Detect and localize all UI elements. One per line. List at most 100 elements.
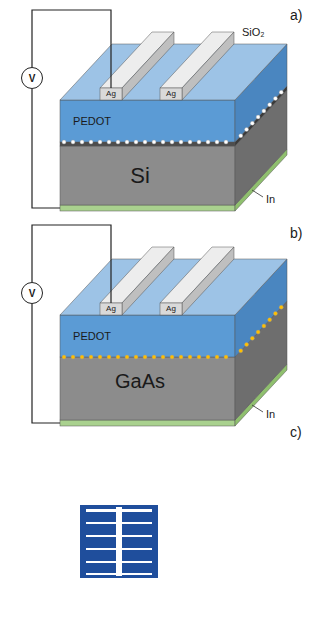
interface-dot — [197, 140, 201, 144]
interface-dot — [250, 121, 254, 125]
indium-contact — [60, 420, 235, 426]
layer-label: SiO₂ — [242, 26, 265, 38]
substrate — [60, 357, 235, 420]
interface-dot — [80, 140, 84, 144]
interface-dot — [273, 96, 277, 100]
interface-dot — [161, 140, 165, 144]
interface-dot — [262, 324, 266, 328]
interface-dot — [239, 349, 243, 353]
solar-cell — [32, 32, 287, 211]
pedot-layer — [60, 100, 235, 142]
ag-finger-side — [182, 247, 234, 315]
pedot-layer: PEDOT — [71, 329, 113, 343]
interface-dot — [89, 140, 93, 144]
grid-finger — [86, 561, 152, 563]
interface-dot — [215, 355, 219, 359]
interface-dot — [134, 355, 138, 359]
interface-dot — [268, 103, 272, 107]
voltmeter: V — [21, 282, 43, 304]
panel-letter: c) — [290, 425, 302, 440]
pedot-layer — [60, 315, 235, 357]
layer-label: In — [266, 193, 275, 205]
interface-dot — [116, 140, 120, 144]
interface-dot — [143, 140, 147, 144]
interface-dot — [256, 115, 260, 119]
grid-finger — [86, 535, 152, 537]
ag-contact: Ag — [160, 303, 182, 315]
leader-line — [252, 405, 263, 412]
interface-dot — [152, 355, 156, 359]
interface-dot — [98, 140, 102, 144]
interface-dot — [170, 355, 174, 359]
ag-finger-front — [160, 88, 182, 100]
interface-dot — [224, 355, 228, 359]
interface-dot — [62, 140, 66, 144]
interface-dot — [71, 140, 75, 144]
wire — [32, 304, 60, 423]
interface-dot — [179, 355, 183, 359]
grid-finger — [86, 522, 152, 524]
top-view-cell — [80, 505, 158, 578]
interface-dot — [245, 343, 249, 347]
indium-contact — [60, 205, 235, 211]
interface-dot — [250, 336, 254, 340]
node-text: V — [29, 288, 36, 299]
pedot-top — [60, 44, 287, 100]
ag-finger-front — [160, 303, 182, 315]
interface-dot — [245, 128, 249, 132]
interface-dot — [179, 140, 183, 144]
si-substrate: Si — [128, 163, 152, 189]
interface-dot — [134, 140, 138, 144]
interface-dot — [206, 140, 210, 144]
interface-dot — [89, 355, 93, 359]
solar-cell — [32, 247, 287, 426]
interface-dot — [98, 355, 102, 359]
interface-dot — [268, 318, 272, 322]
node-text: Si — [130, 164, 150, 188]
wire — [32, 225, 111, 303]
grid-finger — [86, 573, 152, 575]
ag-finger-front — [100, 88, 122, 100]
interface-dot — [80, 355, 84, 359]
pedot-top — [60, 259, 287, 315]
substrate — [60, 146, 235, 205]
bus-bar — [116, 507, 122, 576]
node-text: Ag — [166, 305, 176, 314]
interface-dot — [279, 90, 283, 94]
ag-contact: Ag — [100, 303, 122, 315]
leader-line — [252, 190, 263, 197]
ag-finger-side — [182, 32, 234, 100]
ag-finger-front — [100, 303, 122, 315]
interface-dot — [188, 355, 192, 359]
pedot-layer: PEDOT — [71, 114, 113, 128]
interface-dot — [107, 140, 111, 144]
voltmeter: V — [21, 67, 43, 89]
interface-dot — [279, 305, 283, 309]
ag-contact: Ag — [100, 88, 122, 100]
panel-letter: b) — [290, 226, 302, 241]
interface-dot — [197, 355, 201, 359]
interface-dot — [125, 140, 129, 144]
node-text: Ag — [166, 90, 176, 99]
cell-face — [80, 505, 158, 578]
node-text: V — [29, 73, 36, 84]
grid-fingers — [86, 509, 152, 575]
wire — [32, 89, 60, 208]
node-text: Ag — [106, 305, 116, 314]
interface-dot — [170, 140, 174, 144]
panel-letter: a) — [290, 8, 302, 23]
interface-dot — [62, 355, 66, 359]
interface-dot — [161, 355, 165, 359]
interface-dot — [107, 355, 111, 359]
grid-finger — [86, 548, 152, 550]
ag-contact: Ag — [160, 88, 182, 100]
interface-dot — [256, 330, 260, 334]
interface-dot — [224, 140, 228, 144]
interface-dot — [215, 140, 219, 144]
node-text: PEDOT — [73, 330, 111, 342]
node-text: GaAs — [115, 370, 165, 392]
gaas-substrate: GaAs — [113, 369, 167, 393]
interface-dot — [239, 134, 243, 138]
